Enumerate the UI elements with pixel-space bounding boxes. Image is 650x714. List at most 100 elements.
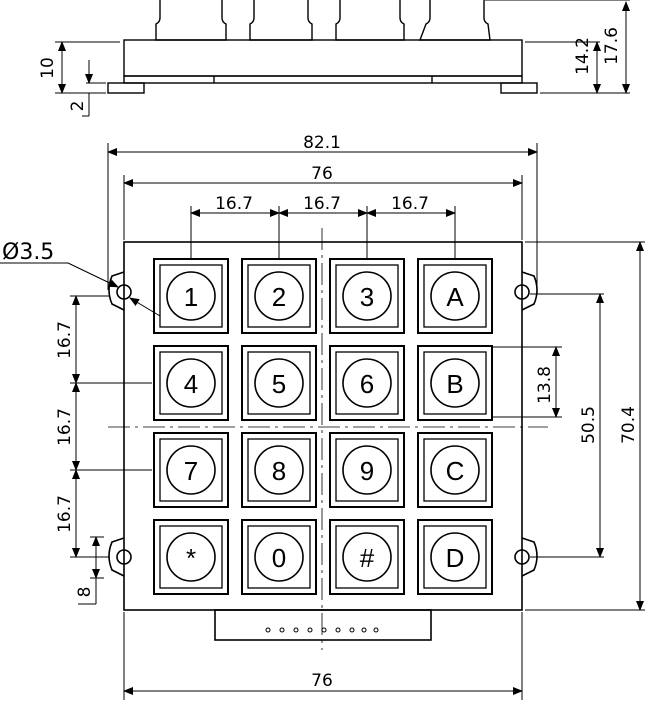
key-frame [153,519,229,595]
key-button [430,358,480,408]
key-7[interactable]: B [417,345,493,421]
key-label: 2 [272,282,286,312]
dim-left-pitch-3: 16.7 [55,495,75,533]
key-frame [153,432,229,508]
key-label: 1 [184,282,198,312]
key-bezel [159,264,223,328]
key-button [430,532,480,582]
key-frame [417,258,493,334]
mounting-holes [116,284,530,565]
dim-bottom-width: 76 [311,671,333,691]
mounting-hole-top-right [514,284,530,300]
side-view-dimensions [55,0,630,117]
key-button [166,532,216,582]
key-button [342,271,392,321]
mounting-ear-top-right [521,271,538,311]
key-frame [417,519,493,595]
key-6[interactable]: 6 [329,345,405,421]
bottom-dimensions [123,612,523,700]
dim-left-pitch-1: 16.7 [55,321,75,359]
side-view [107,0,538,94]
side-key-3 [335,0,405,41]
key-frame [241,258,317,334]
key-bezel [335,525,399,589]
key-button [166,358,216,408]
key-button [254,445,304,495]
dim-key-pitch-2: 16.7 [303,194,341,214]
key-bezel [159,438,223,502]
key-12[interactable]: * [153,519,229,595]
mounting-ear-bottom-right [521,537,538,577]
key-label: 8 [272,456,286,486]
key-label: D [446,543,465,573]
mounting-hole-top-left [116,284,132,300]
key-bezel [159,351,223,415]
key-11[interactable]: C [417,432,493,508]
key-frame [329,258,405,334]
key-bezel [159,525,223,589]
key-3[interactable]: A [417,258,493,334]
dim-hole-spacing: 50.5 [579,406,599,444]
key-bezel [247,264,311,328]
key-label: # [360,543,375,573]
side-body [123,39,523,77]
key-13[interactable]: 0 [241,519,317,595]
key-label: 4 [184,369,198,399]
mounting-ear-bottom-left [108,537,125,577]
dim-side-height-1: 14.2 [573,37,593,75]
dim-flange-thickness: 2 [68,101,88,112]
key-bezel [335,264,399,328]
dim-hole-diameter: Ø3.5 [2,240,54,265]
key-grid: 1 2 3 A 4 5 6 B 7 8 9 C * 0 # D [153,258,493,595]
key-1[interactable]: 2 [241,258,317,334]
key-frame [329,345,405,421]
key-frame [241,519,317,595]
side-key-4 [418,0,491,41]
key-button [166,271,216,321]
key-label: 7 [184,456,198,486]
key-label: 3 [360,282,374,312]
key-5[interactable]: 5 [241,345,317,421]
key-button [342,358,392,408]
key-4[interactable]: 4 [153,345,229,421]
key-bezel [335,351,399,415]
key-14[interactable]: # [329,519,405,595]
key-label: 0 [272,543,286,573]
key-label: 9 [360,456,374,486]
key-8[interactable]: 7 [153,432,229,508]
dim-body-width: 76 [311,164,333,184]
key-10[interactable]: 9 [329,432,405,508]
key-label: * [186,543,196,573]
key-button [254,271,304,321]
key-frame [153,345,229,421]
key-bezel [423,351,487,415]
side-foot-left [107,82,145,94]
side-key-1 [155,0,227,41]
key-0[interactable]: 1 [153,258,229,334]
right-dimensions [492,241,645,611]
key-button [254,532,304,582]
key-bezel [423,525,487,589]
key-bezel [423,438,487,502]
key-frame [241,432,317,508]
key-frame [329,432,405,508]
connector-pins [265,627,379,633]
front-body [108,241,538,641]
key-bezel [335,438,399,502]
dim-key-pitch-3: 16.7 [391,194,429,214]
key-button [342,445,392,495]
key-label: 6 [360,369,374,399]
connector-tab [214,609,432,641]
key-15[interactable]: D [417,519,493,595]
dim-key-size: 13.8 [535,366,555,404]
key-2[interactable]: 3 [329,258,405,334]
key-label: 5 [272,369,286,399]
dim-hole-offset: 8 [75,587,95,598]
key-9[interactable]: 8 [241,432,317,508]
center-lines [108,228,548,650]
key-button [342,532,392,582]
key-frame [417,432,493,508]
key-frame [153,258,229,334]
dim-key-pitch-1: 16.7 [215,194,253,214]
